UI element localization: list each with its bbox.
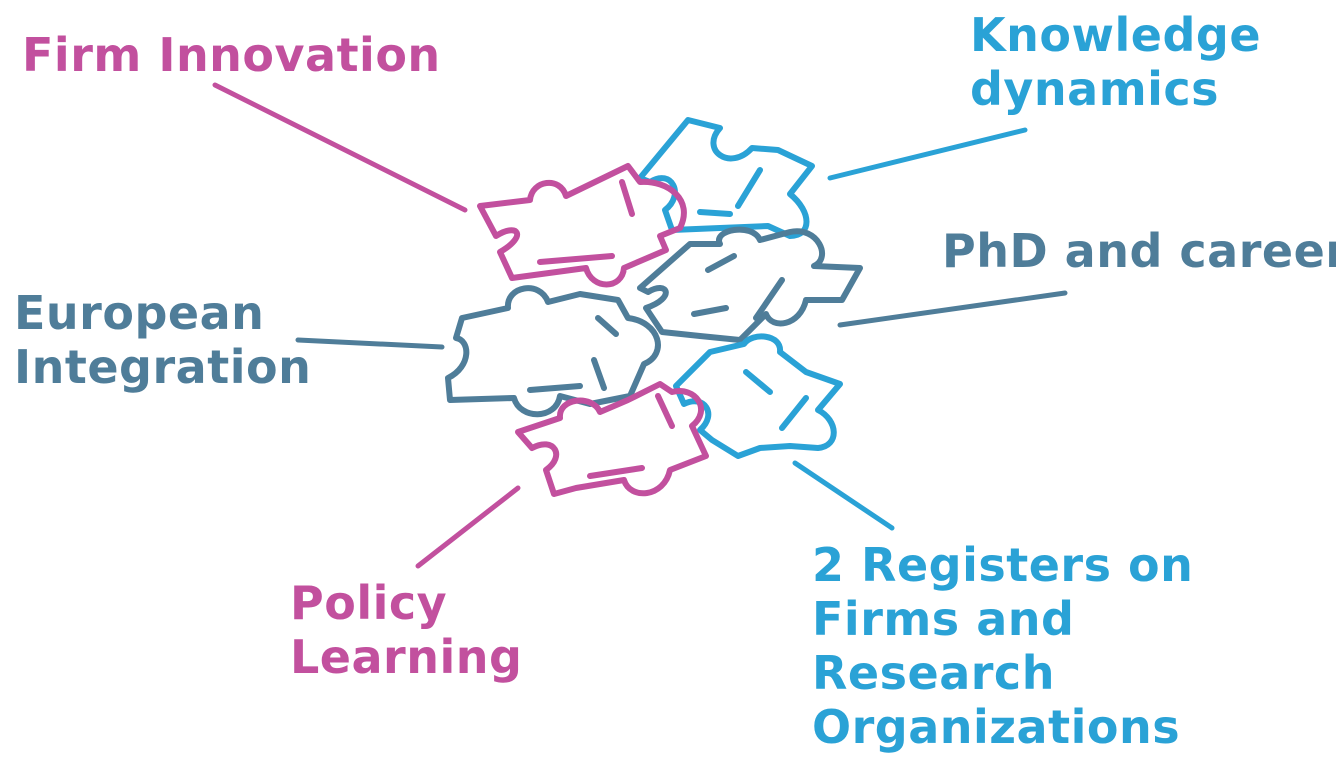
label-registers-line4: Organizations [812, 700, 1181, 754]
puzzle-piece-registers [673, 333, 843, 459]
label-firm-innovation: Firm Innovation [22, 28, 441, 82]
connector-european-integration [295, 337, 445, 350]
label-knowledge-dynamics: Knowledge dynamics [970, 8, 1261, 116]
connector-firm-innovation [212, 82, 468, 213]
puzzle-piece-firm-innovation [477, 163, 687, 288]
label-registers-line2: Firms and [812, 592, 1075, 646]
connector-phd-careers [837, 290, 1068, 328]
label-knowledge-dynamics-line1: Knowledge [970, 8, 1262, 62]
puzzle-piece-knowledge-dynamics [637, 117, 815, 239]
label-registers: 2 Registers on Firms and Research Organi… [812, 538, 1193, 754]
label-phd-careers-text: PhD and careers [942, 224, 1336, 278]
puzzle-piece-policy-learning [515, 381, 709, 497]
label-registers-line3: Research [812, 646, 1055, 700]
label-policy-learning: Policy Learning [290, 576, 522, 684]
puzzle-piece-phd-careers [637, 226, 863, 343]
label-phd-careers: PhD and careers [942, 224, 1336, 278]
label-european-integration: European Integration [14, 286, 311, 394]
label-policy-learning-line1: Policy [290, 576, 448, 630]
label-european-integration-line1: European [14, 286, 265, 340]
connector-registers [792, 460, 895, 531]
label-firm-innovation-text: Firm Innovation [22, 28, 441, 82]
label-european-integration-line2: Integration [14, 340, 312, 394]
label-registers-line1: 2 Registers on [812, 538, 1194, 592]
connector-knowledge-dynamics [827, 127, 1028, 181]
connector-policy-learning [415, 485, 521, 569]
label-knowledge-dynamics-line2: dynamics [970, 62, 1220, 116]
puzzle-piece-european-integration [445, 285, 661, 418]
label-policy-learning-line2: Learning [290, 630, 523, 684]
